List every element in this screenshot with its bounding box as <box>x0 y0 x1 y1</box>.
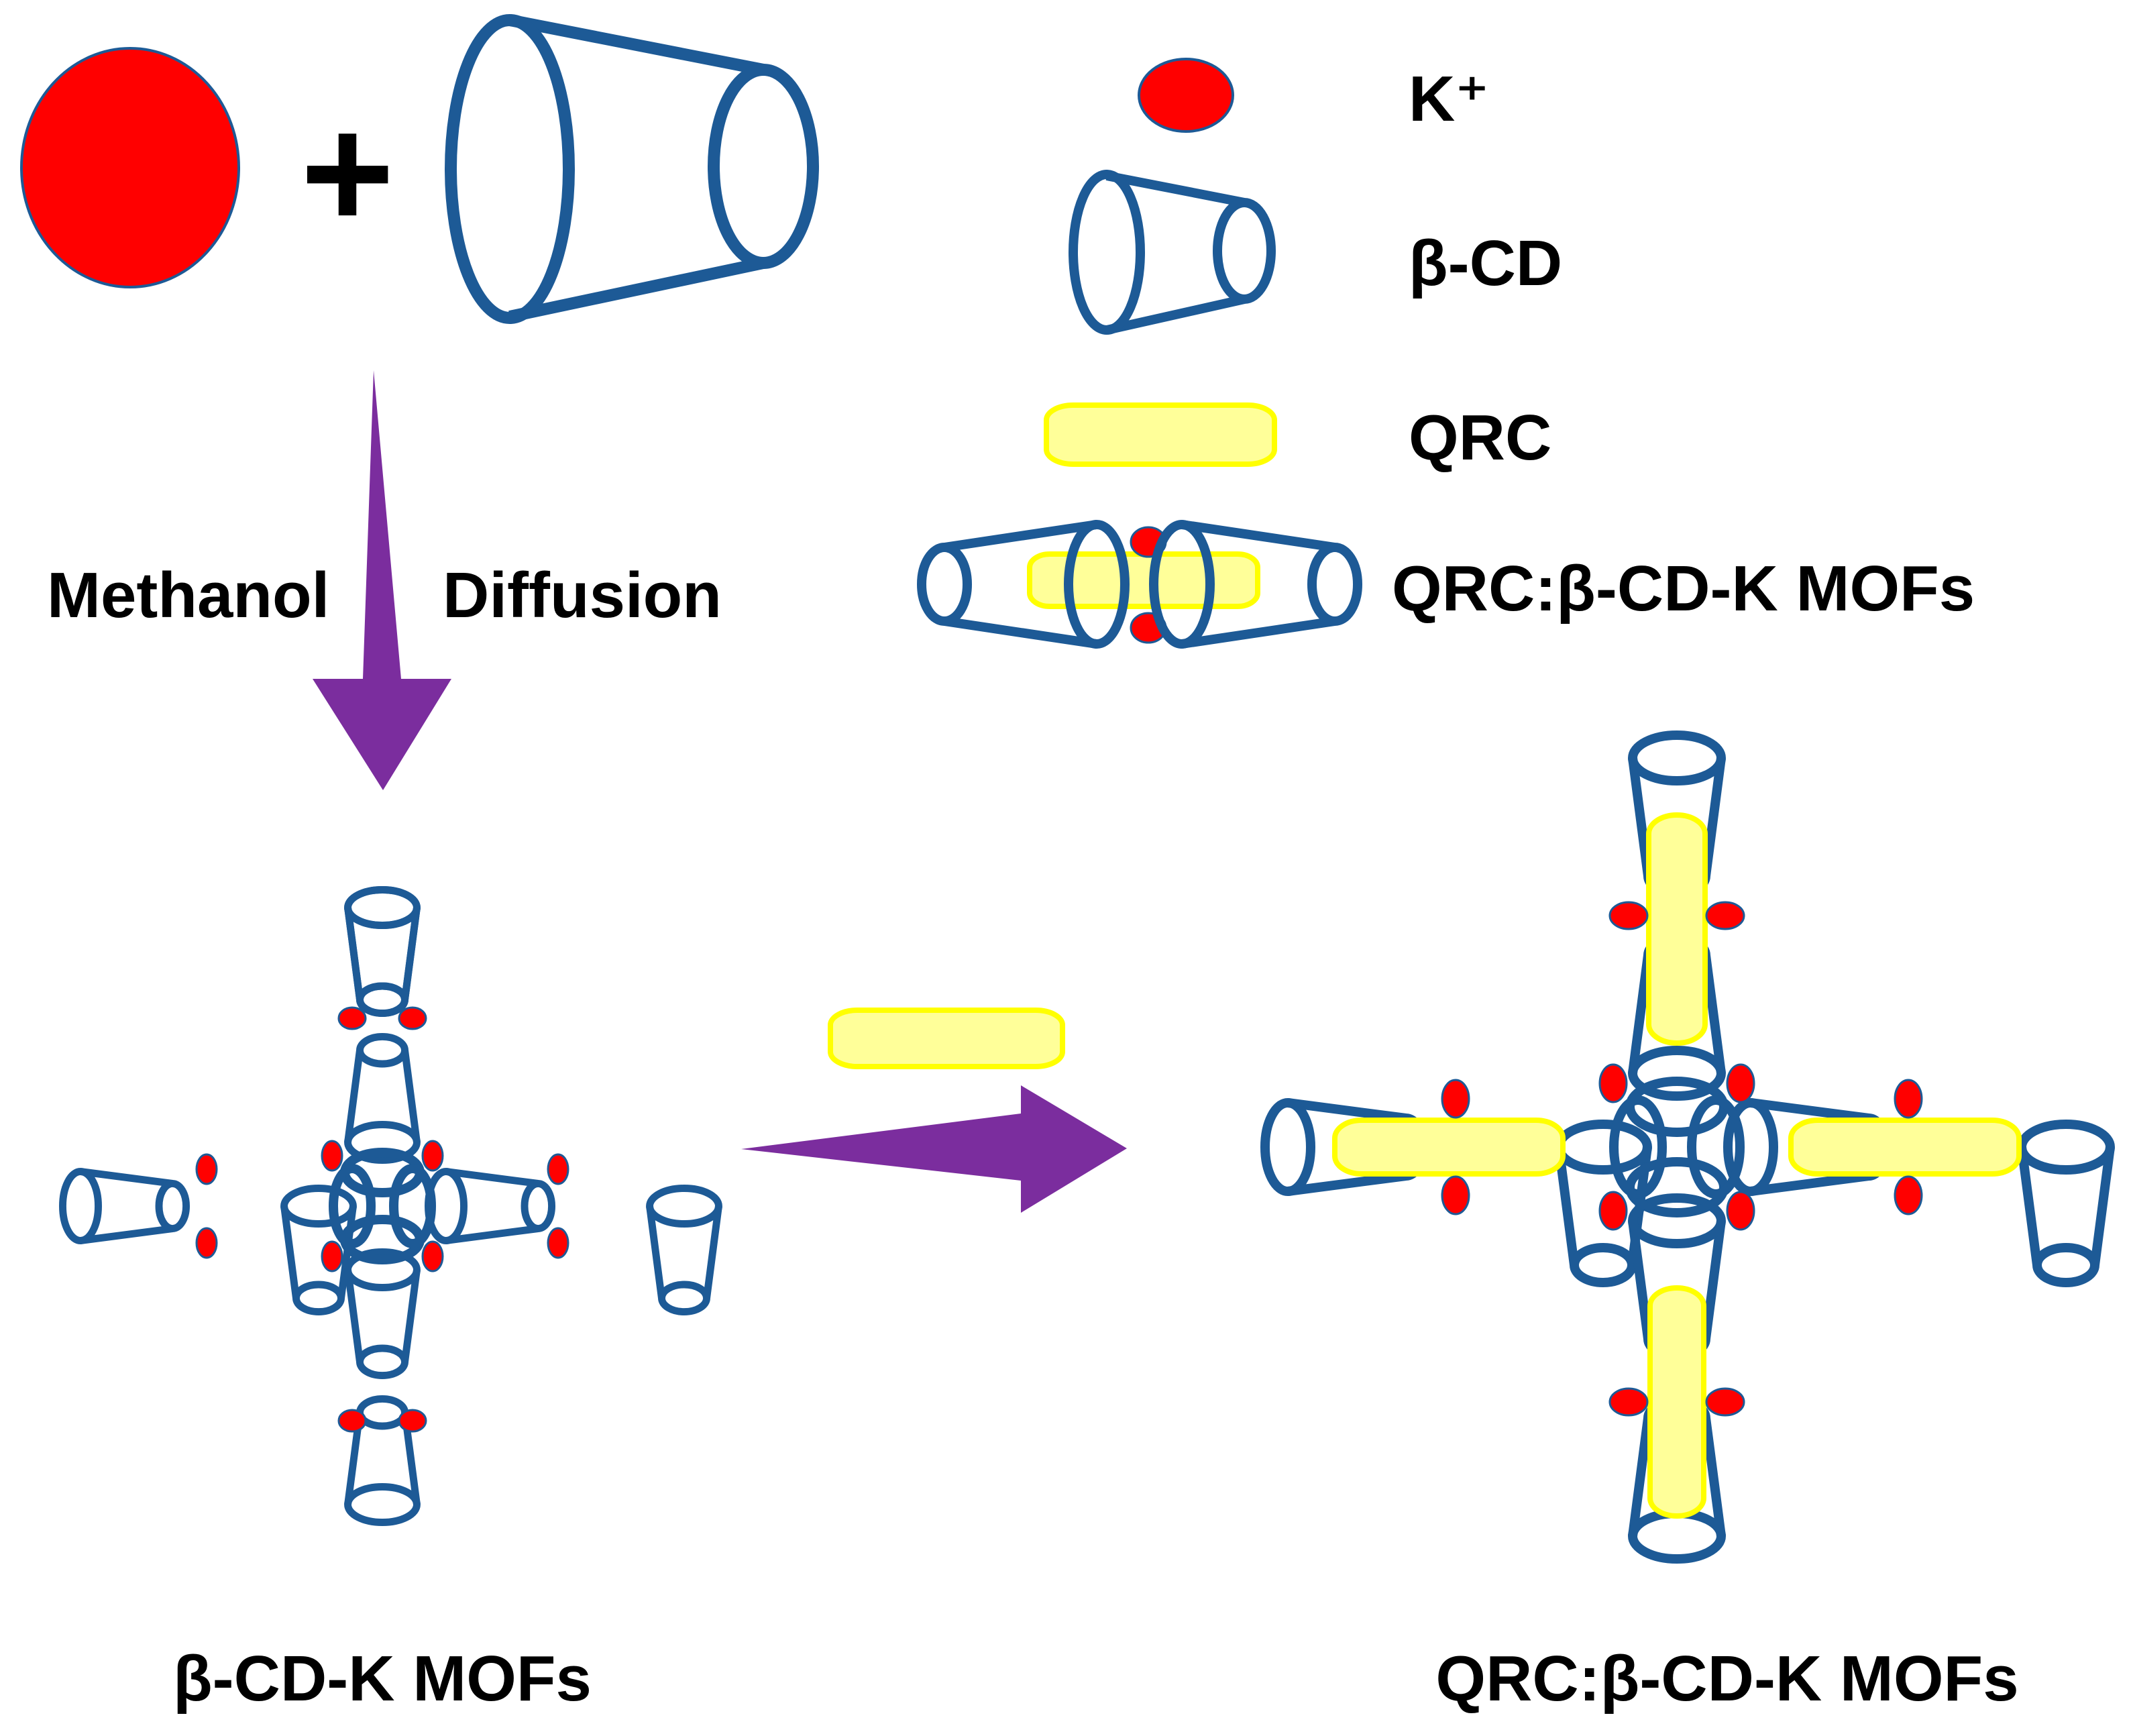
potassium-ion <box>1726 1191 1755 1231</box>
legend-cyclodextrin-label: β-CD <box>1409 227 1562 299</box>
potassium-ion <box>1441 1079 1470 1119</box>
potassium-ion <box>1598 1191 1628 1231</box>
cyclodextrin-cone <box>348 1036 417 1160</box>
potassium-ion <box>1894 1079 1923 1119</box>
potassium-ion <box>547 1153 569 1185</box>
potassium-ion <box>1608 1387 1649 1417</box>
qrc-guest-molecule <box>1788 1118 2022 1177</box>
potassium-ion <box>321 1140 343 1172</box>
cyclodextrin-rim <box>1609 1095 1667 1199</box>
potassium-ion <box>1598 1063 1628 1103</box>
potassium-ion <box>337 1409 367 1433</box>
beta-cd-k-mof-structure <box>62 889 718 1522</box>
cyclodextrin-cone <box>428 1172 551 1241</box>
reactant-potassium-ion <box>20 47 240 288</box>
cyclodextrin-cone <box>2022 1124 2110 1283</box>
potassium-ion <box>1894 1175 1923 1215</box>
potassium-ion <box>1608 901 1649 930</box>
legend: K⁺ β-CD QRC QRC:β-CD-K MOFs <box>917 58 1975 649</box>
potassium-ion <box>398 1409 427 1433</box>
step-label-methanol: Methanol <box>47 559 329 631</box>
legend-complex-label: QRC:β-CD-K MOFs <box>1392 553 1975 625</box>
qrc-guest-molecule <box>1332 1118 1566 1177</box>
cyclodextrin-cone <box>348 1252 417 1375</box>
potassium-ion <box>195 1153 218 1185</box>
mof-label: β-CD-K MOFs <box>173 1643 592 1715</box>
legend-potassium-label: K⁺ <box>1409 63 1489 135</box>
loaded-mof-label: QRC:β-CD-K MOFs <box>1435 1643 2018 1715</box>
legend-complex-symbol <box>917 520 1362 649</box>
potassium-ion <box>195 1227 218 1259</box>
legend-cyclodextrin-symbol <box>1069 170 1276 335</box>
cyclodextrin-rim <box>1687 1095 1745 1199</box>
reactant-cyclodextrin <box>445 14 819 324</box>
qrc-loading-arrow <box>741 1008 1127 1213</box>
legend-qrc-label: QRC <box>1409 402 1551 474</box>
qrc-guest-molecule <box>828 1008 1065 1069</box>
potassium-ion <box>547 1227 569 1259</box>
cyclodextrin-cone <box>348 889 417 1013</box>
legend-qrc-symbol <box>1044 402 1277 467</box>
qrc-guest-molecule <box>1647 1285 1706 1519</box>
cyclodextrin-cone <box>650 1188 719 1311</box>
potassium-ion <box>1726 1063 1755 1103</box>
plus-sign: + <box>300 83 394 262</box>
potassium-ion <box>1705 901 1745 930</box>
cyclodextrin-rim <box>329 1164 376 1248</box>
qrc-beta-cd-k-mof-structure <box>1265 735 2110 1559</box>
qrc-guest-molecule <box>1646 812 1708 1046</box>
potassium-ion <box>398 1006 427 1030</box>
legend-potassium-symbol <box>1138 58 1234 133</box>
potassium-ion <box>321 1240 343 1272</box>
step-label-diffusion: Diffusion <box>443 559 722 631</box>
cyclodextrin-rim <box>389 1164 436 1248</box>
potassium-ion <box>421 1140 444 1172</box>
cyclodextrin-cone <box>284 1188 353 1311</box>
potassium-ion <box>1705 1387 1745 1417</box>
potassium-ion <box>421 1240 444 1272</box>
potassium-ion <box>1441 1175 1470 1215</box>
cyclodextrin-cone <box>62 1172 186 1241</box>
potassium-ion <box>337 1006 367 1030</box>
methanol-diffusion-arrow <box>313 370 451 790</box>
